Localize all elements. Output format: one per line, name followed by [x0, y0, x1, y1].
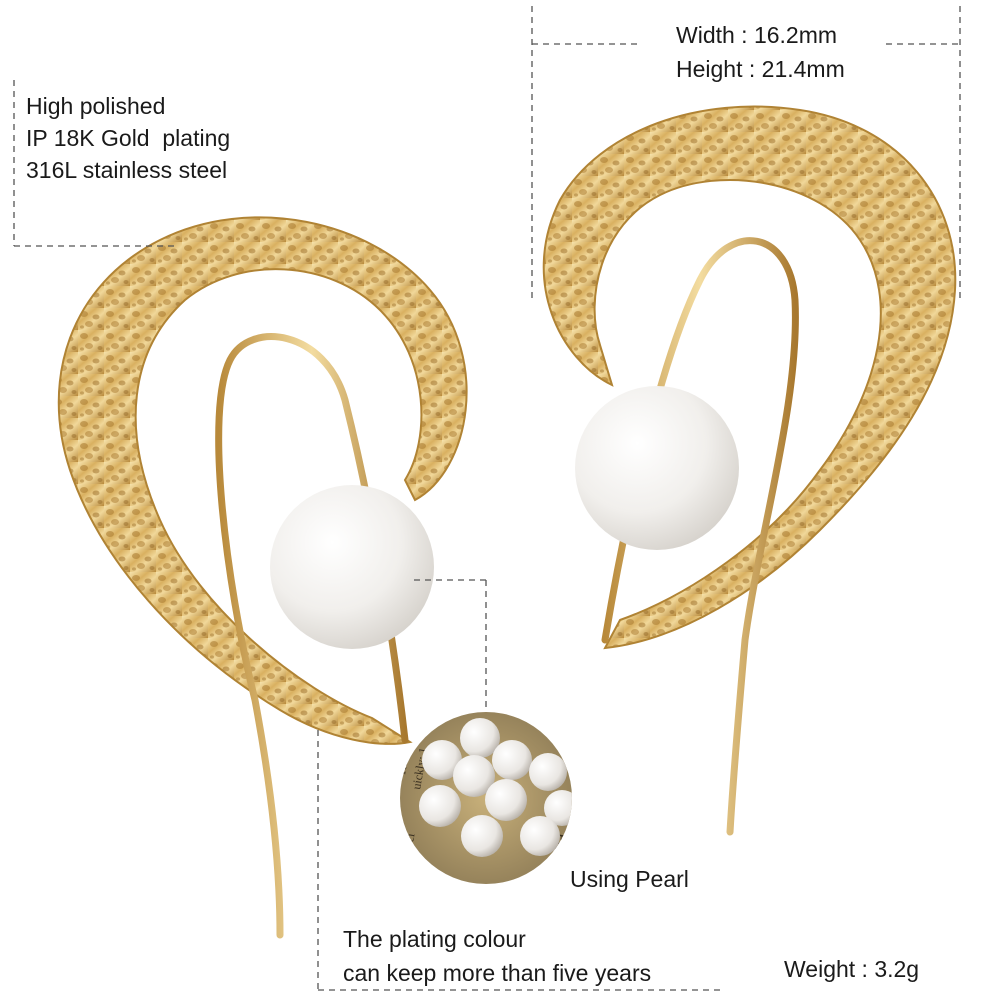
plating-line-1: The plating colour [343, 926, 526, 952]
height-text: Height : 21.4mm [676, 56, 845, 82]
material-line-2: IP 18K Gold plating [26, 125, 231, 151]
right-earring-pearl [575, 386, 739, 550]
pearl-caption: Using Pearl [570, 866, 689, 892]
dimension-guides [13, 6, 961, 991]
material-line-1: High polished [26, 93, 166, 119]
dimensions-label: Width : 16.2mm Height : 21.4mm [676, 18, 845, 86]
right-earring [542, 105, 957, 836]
left-earring [57, 216, 468, 939]
left-earring-pearl [270, 485, 434, 649]
width-text: Width : 16.2mm [676, 22, 838, 48]
right-earring-loop [542, 105, 957, 650]
pearl-inset: Realizing uickly: 1 l deci tiona [399, 712, 572, 884]
inset-text-3: l deci [399, 832, 417, 861]
left-earring-loop [57, 216, 468, 745]
material-label: High polished IP 18K Gold plating 316L s… [26, 90, 230, 186]
material-line-3: 316L stainless steel [26, 157, 228, 183]
weight-label: Weight : 3.2g [784, 956, 920, 982]
plating-line-2: can keep more than five years [343, 960, 652, 986]
plating-note: The plating colour can keep more than fi… [343, 922, 651, 990]
